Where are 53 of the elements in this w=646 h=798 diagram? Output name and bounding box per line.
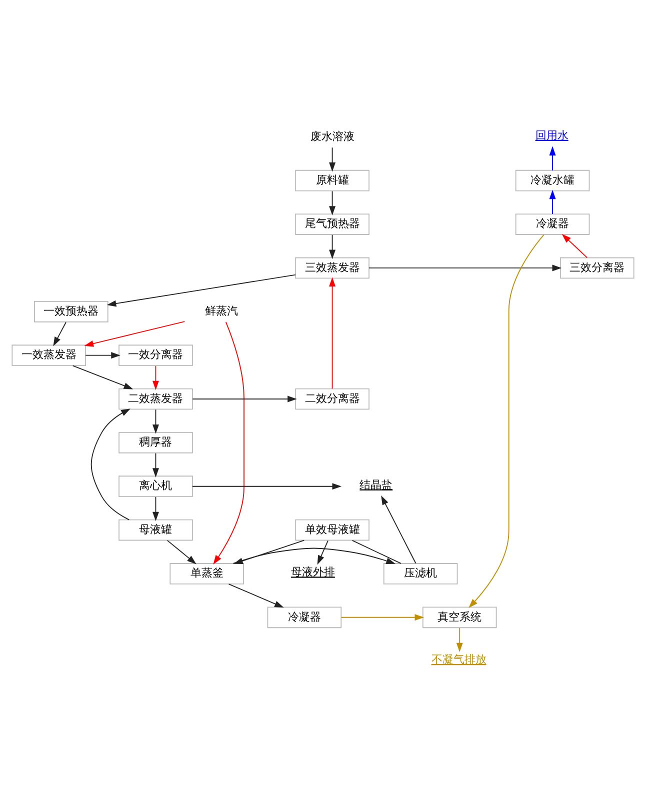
node-text: 回用水 — [535, 128, 568, 142]
node-box: 三效蒸发器 — [295, 257, 370, 279]
arrow — [152, 409, 159, 434]
arrow — [85, 352, 120, 359]
arrow — [329, 147, 336, 172]
arrow — [152, 496, 159, 522]
node-box: 压滤机 — [383, 563, 458, 584]
node-box: 冷凝器 — [515, 214, 590, 235]
arrow — [340, 614, 424, 621]
node-box: 二效分离器 — [295, 388, 370, 410]
arrow — [549, 146, 556, 171]
arrow — [192, 396, 297, 402]
node-text: 不凝气排放 — [431, 653, 486, 666]
node-box: 冷凝器 — [267, 606, 342, 628]
arrow — [228, 584, 284, 608]
node-box: 稠厚器 — [118, 432, 193, 454]
arrow — [549, 190, 556, 214]
node-box: 单蒸釜 — [170, 563, 244, 584]
arrow — [152, 366, 159, 390]
connector — [352, 540, 402, 564]
node-box: 离心机 — [118, 476, 193, 498]
arrow — [84, 321, 186, 347]
node-text: 母液外排 — [290, 566, 335, 579]
arrow — [329, 190, 336, 216]
arrow — [317, 540, 328, 565]
arrow — [329, 277, 336, 390]
node-box: 母液罐 — [118, 519, 193, 541]
arrow — [381, 496, 416, 564]
node-box: 一效蒸发器 — [12, 344, 86, 366]
node-box: 一效预热器 — [34, 300, 108, 322]
node-box: 尾气预热器 — [295, 214, 370, 235]
arrow — [456, 628, 463, 652]
arrow — [192, 483, 342, 490]
node-text: 废水溶液 — [310, 130, 354, 143]
arrow — [468, 234, 544, 608]
arrow — [53, 322, 66, 346]
node-box: 冷凝水罐 — [515, 170, 590, 192]
node-text: 鲜蒸汽 — [205, 304, 238, 318]
arrow — [368, 264, 562, 272]
arrow — [152, 452, 159, 478]
node-box: 原料罐 — [295, 170, 370, 192]
arrow — [562, 234, 588, 258]
arrow — [166, 540, 196, 564]
node-text: 结晶盐 — [360, 478, 393, 492]
node-box: 二效蒸发器 — [118, 388, 193, 410]
arrow — [90, 408, 130, 520]
arrow — [329, 234, 336, 260]
arrow — [72, 365, 134, 390]
arrow — [106, 274, 296, 307]
node-box: 单效母液罐 — [295, 519, 370, 541]
node-box: 真空系统 — [422, 606, 497, 628]
node-box: 一效分离器 — [118, 344, 193, 366]
node-box: 三效分离器 — [560, 257, 634, 279]
